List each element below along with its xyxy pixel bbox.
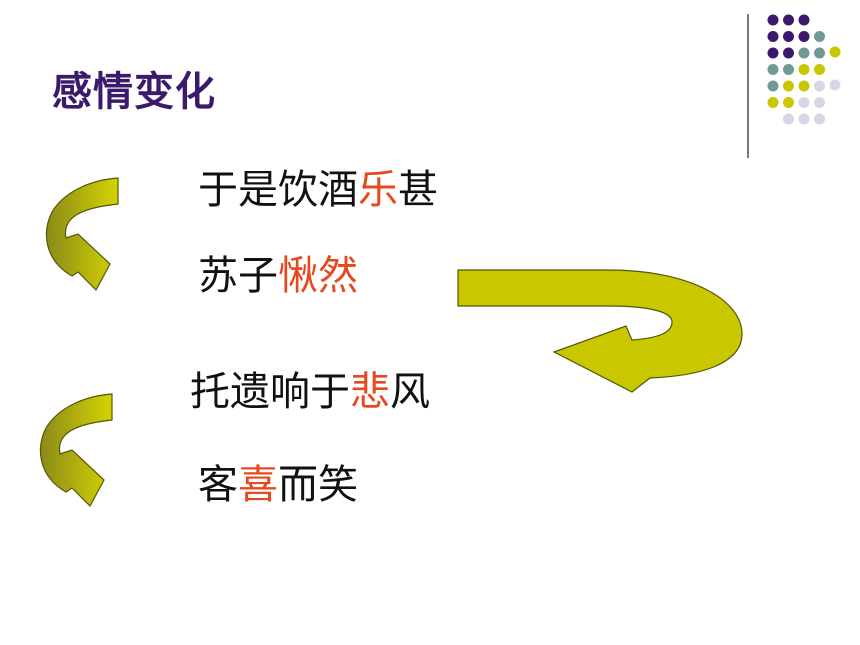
decor-dot: [783, 113, 794, 125]
line-3: 托遗响于悲风: [190, 372, 430, 412]
line-4-text-before: 客: [198, 462, 238, 508]
line-3-text-after: 风: [390, 369, 430, 415]
line-2-text-before: 苏子: [198, 253, 278, 299]
decor-dot: [783, 97, 794, 108]
decor-dot: [829, 79, 841, 91]
line-3-highlight: 悲: [350, 369, 390, 415]
decor-dot: [814, 47, 825, 59]
curved-arrow-icon-1: [46, 177, 119, 291]
decor-dot: [798, 97, 810, 108]
decor-dot: [767, 47, 779, 59]
line-1-text-after: 甚: [398, 167, 438, 213]
decor-dot: [798, 80, 810, 92]
line-4-text-after: 而笑: [278, 462, 358, 508]
decor-dot: [814, 80, 825, 92]
curved-arrow-icon-2: [40, 393, 113, 507]
decor-dot: [814, 113, 825, 125]
line-4-highlight: 喜: [238, 462, 278, 508]
decor-dot: [798, 47, 810, 59]
line-4: 客喜而笑: [198, 465, 358, 505]
decor-dot: [767, 14, 779, 26]
decor-dot: [783, 64, 794, 75]
decor-dot: [829, 46, 841, 58]
decor-dot: [798, 31, 810, 42]
decor-dot: [783, 31, 794, 42]
decor-dot: [814, 31, 825, 42]
decor-dot: [783, 80, 794, 92]
line-1: 于是饮酒乐甚: [198, 170, 438, 210]
line-3-text-before: 托遗响于: [190, 369, 350, 415]
decor-dot: [798, 113, 810, 125]
line-1-highlight: 乐: [358, 167, 398, 213]
decor-dot: [783, 14, 794, 26]
decor-dot: [814, 64, 825, 75]
decor-dot: [767, 80, 779, 92]
line-2: 苏子愀然: [198, 256, 358, 296]
decor-dot: [783, 47, 794, 59]
decor-dot: [767, 64, 779, 75]
u-turn-arrow-icon: [457, 269, 743, 393]
line-2-highlight: 愀然: [278, 253, 358, 299]
decor-dot: [814, 97, 825, 108]
decor-dot: [767, 31, 779, 42]
line-1-text-before: 于是饮酒: [198, 167, 358, 213]
vertical-divider: [747, 14, 749, 158]
decor-dot: [767, 97, 779, 108]
decor-dot: [798, 14, 810, 26]
slide-title: 感情变化: [52, 69, 216, 115]
decor-dot: [798, 64, 810, 75]
